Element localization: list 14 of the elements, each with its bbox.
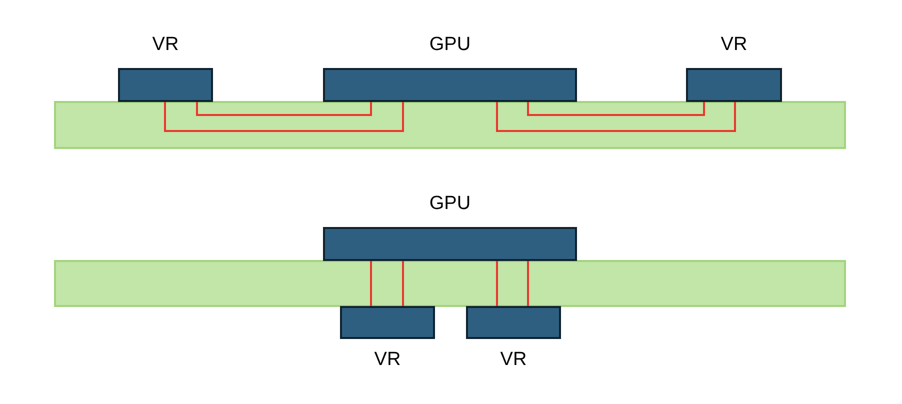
trace-line [370,261,372,306]
chip-label: VR [500,349,527,371]
trace-line [164,102,404,132]
chip-label: VR [720,34,748,56]
trace-line [196,102,372,116]
chip-label: GPU [429,193,471,215]
trace-line [402,261,404,306]
trace-line [496,261,498,306]
trace-line [527,102,705,116]
chip-label: VR [374,349,401,371]
chip-label: GPU [429,34,471,56]
trace-line [496,102,736,132]
chip-label: VR [152,34,179,56]
trace-line [527,261,529,306]
